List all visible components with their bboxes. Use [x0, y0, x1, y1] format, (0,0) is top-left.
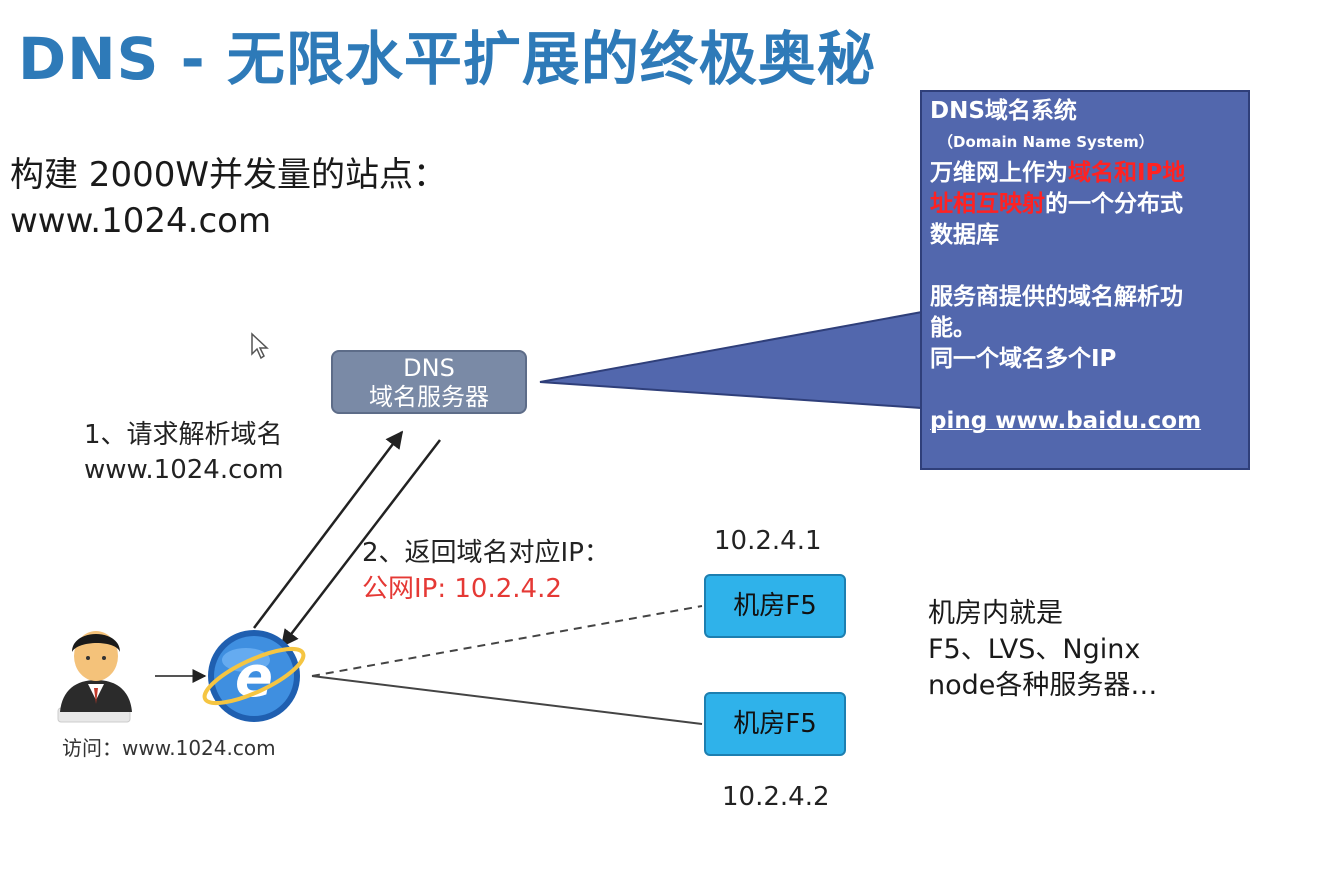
room-note-line-2: F5、LVS、Nginx [928, 632, 1157, 668]
browser-e-icon: e [198, 630, 309, 722]
dns-server-box: DNS 域名服务器 [331, 350, 527, 414]
info-desc-line-1: 万维网上作为域名和IP地 [930, 158, 1240, 189]
info-ping-command: ping www.baidu.com [930, 406, 1240, 437]
info-highlight-1: 域名和IP地 [1068, 160, 1185, 186]
browser-to-room-1-dashed [312, 606, 702, 676]
room-note-line-1: 机房内就是 [928, 596, 1157, 632]
user-avatar-icon [58, 631, 132, 722]
room-note: 机房内就是 F5、LVS、Nginx node各种服务器… [928, 596, 1157, 704]
room-note-line-3: node各种服务器… [928, 668, 1157, 704]
step-1-line-1: 1、请求解析域名 [84, 418, 283, 452]
room-2-ip: 10.2.4.2 [722, 782, 830, 812]
dns-server-line-2: 域名服务器 [333, 383, 525, 412]
dns-info-box: DNS域名系统 （Domain Name System） 万维网上作为域名和IP… [920, 90, 1250, 470]
info-desc-line-2: 址相互映射的一个分布式 [930, 189, 1240, 220]
info-heading: DNS域名系统 [930, 96, 1240, 127]
step-2-line-2: 公网IP: 10.2.4.2 [362, 572, 562, 606]
room-1-box: 机房F5 [704, 574, 846, 638]
callout-wedge [540, 312, 922, 408]
info-multi-ip: 同一个域名多个IP [930, 344, 1240, 375]
info-subheading: （Domain Name System） [930, 127, 1240, 158]
info-service-2: 能。 [930, 313, 1240, 344]
browser-to-room-2-line [312, 676, 702, 724]
info-desc-end: 数据库 [930, 220, 1240, 251]
visit-label: 访问：www.1024.com [62, 732, 276, 761]
step-2-line-1: 2、返回域名对应IP： [362, 536, 610, 570]
dns-server-line-1: DNS [333, 354, 525, 383]
cursor-icon [250, 332, 272, 362]
room-1-ip: 10.2.4.1 [714, 526, 822, 556]
step-1-line-2: www.1024.com [84, 453, 284, 487]
info-highlight-2: 址相互映射 [930, 191, 1045, 217]
info-desc-suffix: 的一个分布式 [1045, 191, 1183, 217]
info-desc-prefix: 万维网上作为 [930, 160, 1068, 186]
info-service-1: 服务商提供的域名解析功 [930, 282, 1240, 313]
room-2-box: 机房F5 [704, 692, 846, 756]
